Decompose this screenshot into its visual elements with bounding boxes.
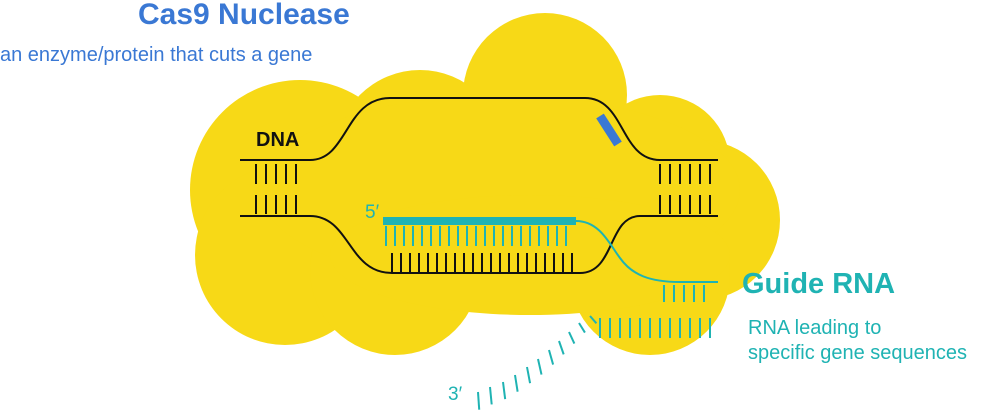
guide-rna-description: RNA leading to specific gene sequences — [748, 316, 967, 366]
rna-tail-tick — [477, 391, 481, 410]
rna-tail-tick — [568, 331, 576, 344]
diagram-title: Cas9 Nuclease — [138, 0, 350, 31]
rna-tail-tick — [548, 349, 555, 365]
dna-double-helix — [240, 97, 718, 274]
rna-tail-tick — [558, 340, 565, 355]
dna-top-strand — [240, 97, 718, 161]
dna-bottom-strand — [240, 215, 718, 274]
dna-label: DNA — [256, 129, 300, 151]
diagram-subtitle: an enzyme/protein that cuts a gene — [0, 44, 313, 66]
cas9-protein-blob — [190, 13, 780, 355]
rna-tail-tick — [526, 366, 532, 384]
guide-rna-bases — [385, 226, 711, 410]
rna-tail-tick — [589, 315, 598, 324]
cas9-cut-site-marker — [596, 113, 622, 147]
rna-tail-tick — [489, 386, 493, 405]
guide-rna-description-line2: specific gene sequences — [748, 342, 968, 364]
guide-rna-description-line1: RNA leading to — [748, 317, 882, 339]
rna-tail-tick — [514, 374, 519, 392]
rna-tail-tick — [502, 381, 507, 400]
guide-rna-spacer-bar — [383, 217, 576, 225]
dna-base-pairs — [255, 164, 711, 272]
three-prime-label: 3′ — [448, 384, 463, 405]
guide-rna-strand — [575, 220, 718, 283]
guide-rna-title: Guide RNA — [742, 268, 896, 300]
five-prime-label: 5′ — [365, 202, 380, 223]
rna-tail-tick — [537, 358, 543, 375]
rna-tail-tick — [578, 322, 586, 334]
